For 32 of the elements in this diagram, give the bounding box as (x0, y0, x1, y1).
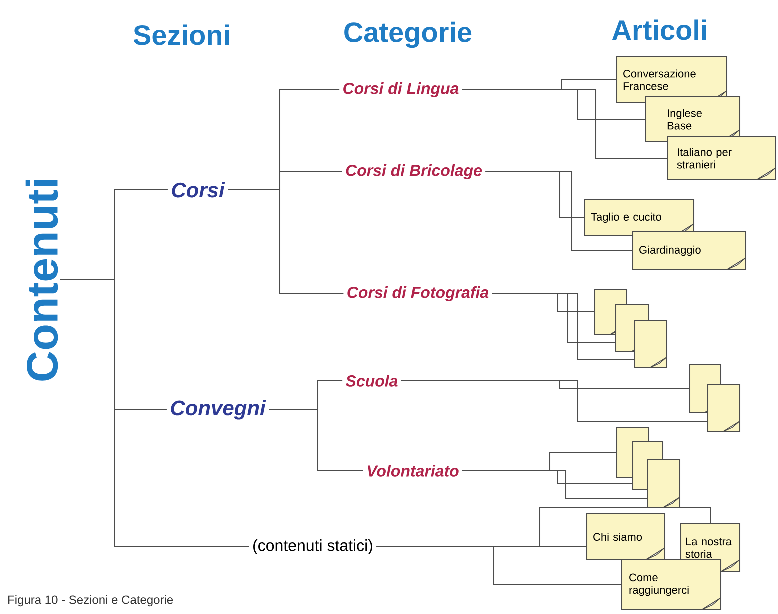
tree-connector (492, 294, 635, 360)
tree-connector (462, 470, 648, 500)
category-label: Volontariato (368, 465, 459, 477)
tree-connector (376, 546, 622, 586)
column-heading: Sezioni (134, 24, 230, 46)
tree-connector (228, 190, 344, 294)
tree-connector (268, 410, 364, 472)
category-label: Corsi di Lingua (344, 82, 459, 98)
tree-connector (485, 172, 633, 252)
page-icon (634, 320, 668, 368)
figure-caption: Figura 10 - Sezioni e Categorie (8, 595, 174, 607)
tree-connector (462, 90, 668, 159)
tree-connector (400, 380, 708, 422)
note-card: Taglio e cucito (584, 200, 694, 236)
note-card: Come raggiungerci (622, 560, 722, 610)
section-label: Convegni (171, 400, 266, 420)
note-card: Inglese Base (646, 96, 740, 142)
page-icon (648, 460, 680, 508)
note-card: Conversazione Francese (616, 56, 728, 104)
column-heading: Categorie (344, 22, 472, 48)
page-icon (708, 384, 740, 432)
note-card: Chi siamo (586, 514, 666, 560)
category-label: Corsi di Bricolage (346, 164, 482, 180)
section-label: Corsi (172, 182, 226, 198)
section-title: Contenuti (26, 180, 58, 381)
note-card: Italiano per stranieri (668, 136, 776, 180)
column-heading: Articoli (612, 20, 706, 40)
tree-connector (60, 280, 250, 548)
category-label: Scuola (346, 375, 398, 387)
category-label: Corsi di Fotografia (348, 286, 489, 302)
section-label: (contenuti statici) (254, 540, 372, 554)
note-card: Giardinaggio (632, 232, 746, 270)
